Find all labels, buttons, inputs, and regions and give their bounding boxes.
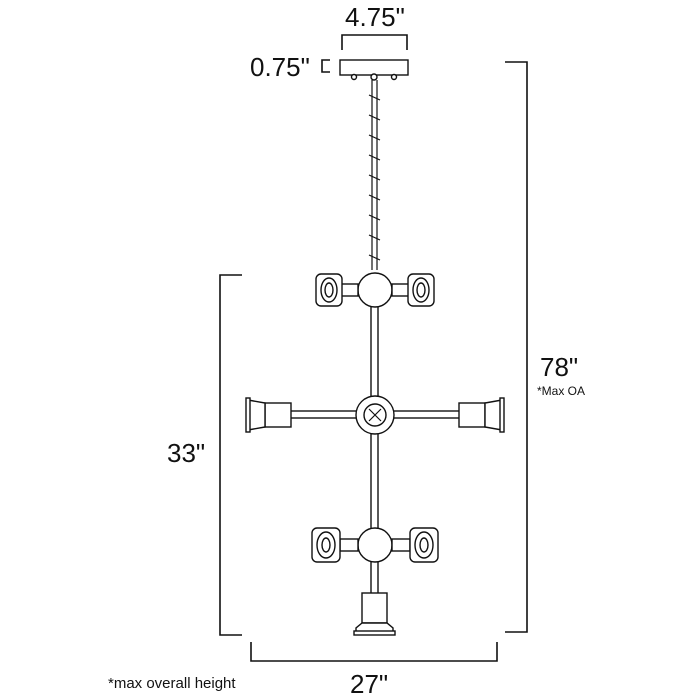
fixture-height-label: 33" xyxy=(167,438,205,468)
upper-right-socket xyxy=(407,273,435,307)
lower-left-socket xyxy=(311,527,341,563)
upper-tier xyxy=(315,272,435,308)
middle-right-shade xyxy=(458,397,505,433)
fixture-height-dimension: 33" xyxy=(167,274,242,636)
lower-right-socket xyxy=(409,527,439,563)
canopy-width-dimension: 4.75" xyxy=(341,2,408,50)
middle-left-shade xyxy=(245,397,292,433)
canopy-width-label: 4.75" xyxy=(345,2,405,32)
canopy xyxy=(339,59,409,81)
upper-left-socket xyxy=(315,273,343,307)
overall-height-note: *Max OA xyxy=(537,384,585,398)
overall-height-label: 78" xyxy=(540,352,578,382)
footnote: *max overall height xyxy=(108,675,236,692)
fixture-width-dimension: 27" xyxy=(250,642,498,699)
hanging-chain xyxy=(368,80,381,270)
canopy-height-label: 0.75" xyxy=(250,52,310,82)
bottom-socket xyxy=(353,592,396,636)
canopy-height-dimension: 0.75" xyxy=(250,52,330,82)
fixture-width-label: 27" xyxy=(350,669,388,699)
middle-tier xyxy=(245,395,505,435)
overall-height-dimension: 78" *Max OA xyxy=(505,61,585,633)
lower-tier xyxy=(311,527,439,563)
